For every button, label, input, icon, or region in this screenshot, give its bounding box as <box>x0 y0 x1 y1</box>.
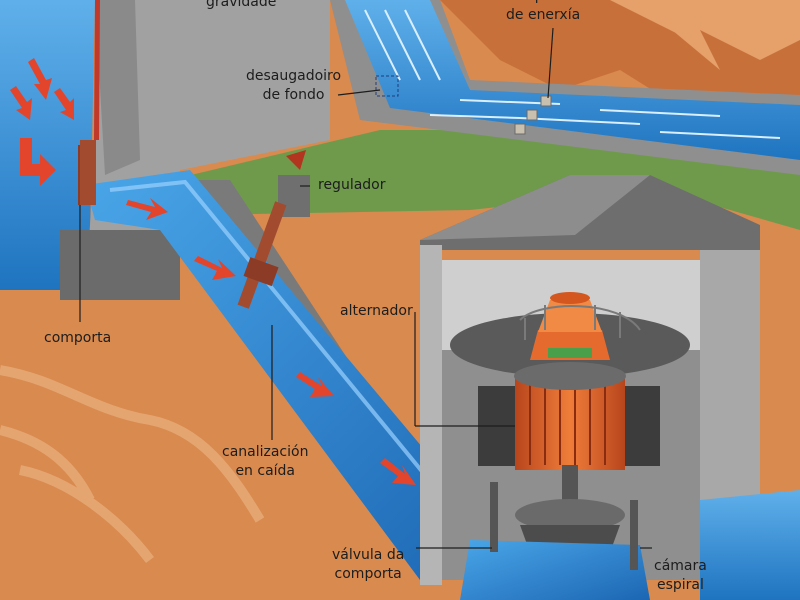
label-gravity-dam: gravidade <box>206 0 277 10</box>
label-bottom-outlet-line2: de fondo <box>262 87 325 103</box>
penstock-highlight <box>109 179 472 532</box>
railing <box>519 305 641 340</box>
regulator-disc <box>286 150 306 170</box>
bottom-outlet-marker <box>375 75 399 97</box>
label-penstock: canalización en caída <box>222 443 308 481</box>
gate-body <box>80 140 96 205</box>
regulator-rod <box>237 201 287 309</box>
regulator-valve <box>243 257 279 287</box>
label-energy-dissipator: disipador de enerxía <box>506 0 580 25</box>
label-penstock-line1: canalización <box>222 444 309 460</box>
reservoir-arrows <box>10 58 74 186</box>
spillway-ripples <box>364 9 781 139</box>
label-spiral-chamber-line1: cámara <box>654 558 707 574</box>
dam-crest-gray <box>95 0 140 175</box>
label-spiral-chamber: cámara espiral <box>654 557 707 595</box>
dissipator-blocks <box>514 95 552 135</box>
spillway-water <box>345 0 800 160</box>
flow-arrows <box>126 198 416 485</box>
leader-lines <box>79 27 652 549</box>
tailrace <box>700 490 800 600</box>
label-regulator: regulador <box>318 177 386 193</box>
gate-valve <box>490 482 498 552</box>
label-gate-valve-line2: comporta <box>334 566 402 582</box>
label-gate-valve: válvula da comporta <box>332 546 404 584</box>
label-bottom-outlet: desaugadoiro de fondo <box>246 67 341 105</box>
label-spiral-chamber-line2: espiral <box>656 577 704 593</box>
reservoir <box>0 0 95 290</box>
turbine-disc <box>515 499 625 531</box>
powerhouse-wall-left <box>420 245 442 585</box>
label-alternator: alternador <box>340 303 413 319</box>
penstock-pipe <box>85 170 500 580</box>
label-gate: comporta <box>44 330 112 346</box>
label-energy-dissipator-line2: de enerxía <box>506 7 581 23</box>
powerhouse-roof-top <box>420 175 650 240</box>
label-gate-valve-line1: válvula da <box>332 547 405 563</box>
label-bottom-outlet-line1: desaugadoiro <box>246 68 342 84</box>
spiral-chamber-water <box>460 540 650 600</box>
mountain-shade <box>610 0 800 70</box>
dam-face <box>94 0 100 140</box>
valve-right <box>630 500 638 570</box>
label-penstock-line2: en caída <box>235 463 296 479</box>
dam-base <box>60 230 180 300</box>
alternator-assembly <box>478 292 660 470</box>
label-energy-dissipator-line1: disipador <box>506 0 580 6</box>
rock-vein <box>0 365 265 564</box>
